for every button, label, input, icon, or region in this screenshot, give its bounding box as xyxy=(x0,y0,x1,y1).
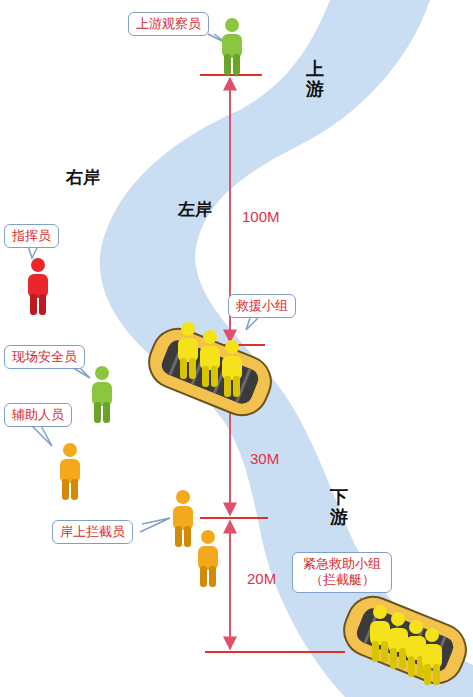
safety-officer-callout: 现场安全员 xyxy=(4,345,85,369)
raft xyxy=(141,321,278,423)
rescue-team-callout: 救援小组 xyxy=(228,294,296,318)
person-figure xyxy=(388,612,408,669)
callout-text: 指挥员 xyxy=(12,228,51,244)
commander-callout: 指挥员 xyxy=(4,224,59,248)
upstream-label: 上游 xyxy=(306,60,324,100)
raft xyxy=(336,589,473,691)
callout-text: 救援小组 xyxy=(236,298,288,314)
callout-text: 辅助人员 xyxy=(12,407,64,423)
person-figure xyxy=(198,530,218,587)
person-figure xyxy=(173,490,193,547)
downstream-label: 下游 xyxy=(330,488,348,528)
callout-text: 紧急救助小组 （拦截艇） xyxy=(300,556,384,589)
assistant-callout: 辅助人员 xyxy=(4,403,72,427)
callout-text: 上游观察员 xyxy=(136,16,201,32)
callout-tails xyxy=(28,34,372,612)
bank-label: 左岸 xyxy=(178,198,212,221)
observer-callout: 上游观察员 xyxy=(128,12,209,36)
person-figure xyxy=(60,443,80,500)
dimension-label: 100M xyxy=(242,208,280,225)
person-figure xyxy=(178,322,198,379)
river xyxy=(100,0,473,697)
bank-label: 右岸 xyxy=(66,166,100,189)
callout-text: 现场安全员 xyxy=(12,349,77,365)
dimension-label: 30M xyxy=(250,450,279,467)
person-figure xyxy=(200,330,220,387)
person-figure xyxy=(222,18,242,75)
person-figure xyxy=(222,340,242,397)
person-figure xyxy=(370,605,390,662)
dimension-label: 20M xyxy=(247,570,276,587)
bank-interceptor-callout: 岸上拦截员 xyxy=(52,520,133,544)
callout-text: 岸上拦截员 xyxy=(60,524,125,540)
person-figure xyxy=(422,628,442,685)
person-figure xyxy=(92,366,112,423)
emergency-team-callout: 紧急救助小组 （拦截艇） xyxy=(292,552,392,593)
person-figure xyxy=(28,258,48,315)
